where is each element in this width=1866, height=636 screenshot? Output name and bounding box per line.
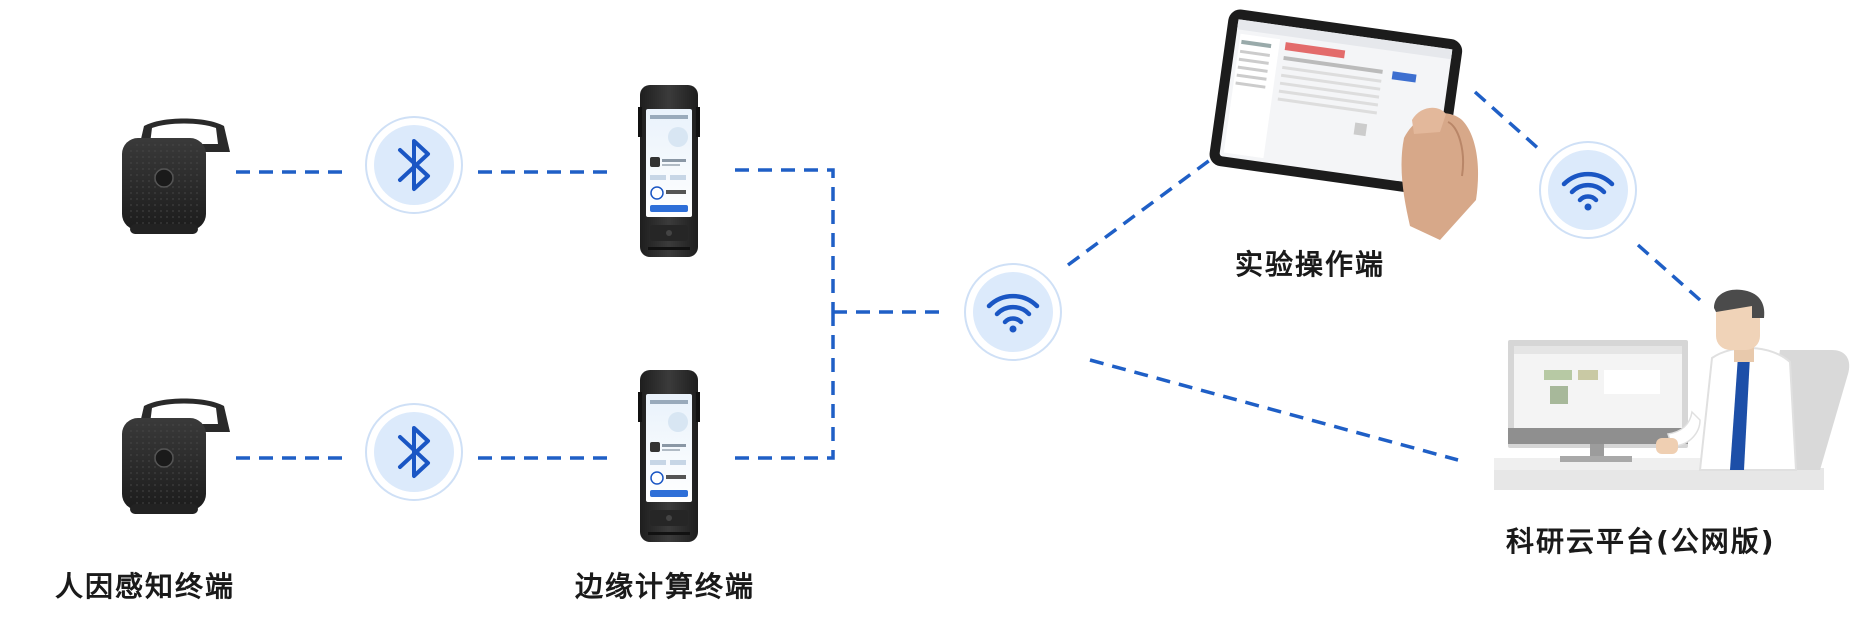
label-sensing-terminal: 人因感知终端 bbox=[55, 570, 236, 603]
connection-lines bbox=[236, 90, 1702, 462]
hand-illustration bbox=[1401, 107, 1479, 240]
wifi-badge-right bbox=[1539, 141, 1637, 239]
link-wifi-cloud bbox=[1089, 358, 1459, 462]
sensor-device-bottom bbox=[122, 398, 230, 514]
label-edge-terminal: 边缘计算终端 bbox=[575, 570, 756, 603]
link-edge-top-bus bbox=[735, 168, 835, 312]
edge-device-bottom bbox=[638, 370, 700, 542]
wifi-icon bbox=[986, 293, 1040, 325]
edge-device-top bbox=[638, 85, 700, 257]
label-operation-terminal: 实验操作端 bbox=[1235, 248, 1386, 281]
cloud-platform-illustration bbox=[1494, 289, 1850, 490]
label-cloud-platform: 科研云平台(公网版) bbox=[1506, 525, 1776, 558]
bluetooth-icon bbox=[398, 139, 430, 191]
wifi-badge-center bbox=[964, 263, 1062, 361]
wifi-icon bbox=[1561, 171, 1615, 203]
person bbox=[1656, 289, 1850, 471]
link-wifi-right-cloud bbox=[1636, 243, 1702, 302]
link-tablet-wifi-right bbox=[1473, 90, 1542, 152]
tablet-device bbox=[1209, 9, 1479, 240]
link-wifi-tablet bbox=[1066, 158, 1212, 267]
desk bbox=[1494, 468, 1824, 490]
monitor bbox=[1508, 340, 1688, 462]
bluetooth-badge-bottom bbox=[365, 403, 463, 501]
sensor-device-top bbox=[122, 118, 230, 234]
link-edge-bottom-bus bbox=[735, 312, 835, 460]
bluetooth-icon bbox=[398, 426, 430, 478]
bluetooth-badge-top bbox=[365, 116, 463, 214]
